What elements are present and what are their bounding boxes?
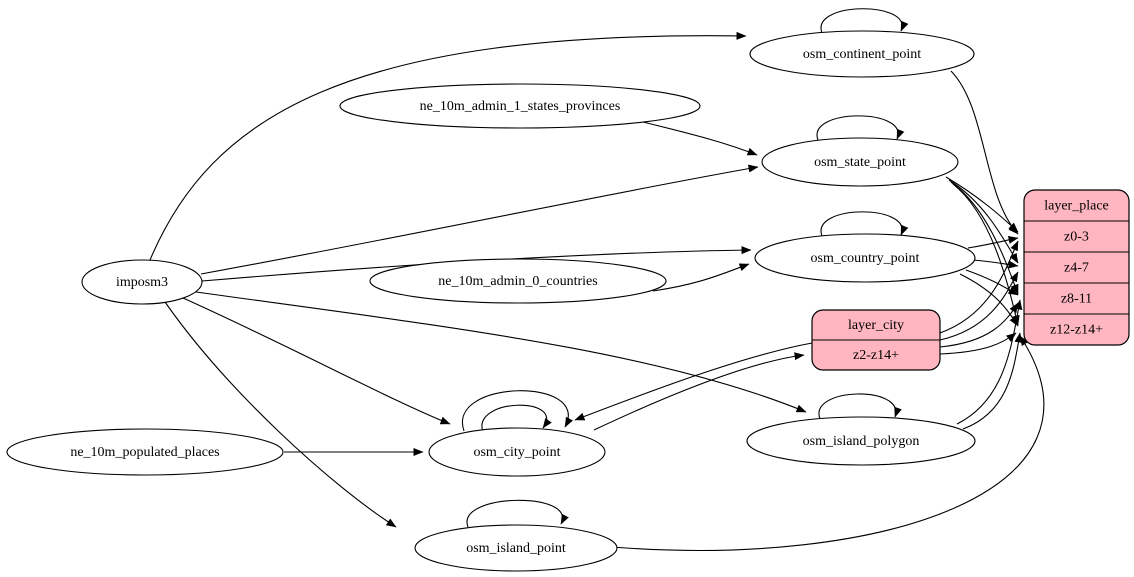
node-label-osm-island-polygon: osm_island_polygon xyxy=(803,434,920,449)
node-label-ne-10m-admin-0-countries: ne_10m_admin_0_countries xyxy=(438,274,597,289)
node-osm-country-point: osm_country_point xyxy=(754,233,976,283)
edge-osm-city-point-to-layer-city xyxy=(593,352,805,431)
node-shape-ne-10m-populated-places xyxy=(6,428,284,476)
edges-layer xyxy=(149,8,1045,551)
nodes-layer: imposm3ne_10m_admin_1_states_provincesos… xyxy=(6,30,1130,572)
node-shape-ne-10m-admin-1-states-provinces xyxy=(339,83,701,129)
node-label-osm-city-point: osm_city_point xyxy=(473,445,560,460)
edge-ne-10m-admin-1-states-provinces-to-osm-state-point xyxy=(642,121,758,156)
self-loop-osm-island-point-to-osm-island-point xyxy=(466,499,569,528)
node-label-osm-continent-point: osm_continent_point xyxy=(803,47,921,62)
node-label-osm-country-point: osm_country_point xyxy=(811,251,920,266)
edge-imposm3-to-osm-city-point xyxy=(182,297,451,425)
self-loop-osm-country-point-to-osm-country-point xyxy=(820,211,909,237)
edge-imposm3-to-osm-state-point xyxy=(200,164,759,275)
node-label-ne-10m-admin-1-states-provinces: ne_10m_admin_1_states_provinces xyxy=(420,99,621,114)
node-osm-state-point: osm_state_point xyxy=(761,137,959,187)
node-shape-imposm3 xyxy=(81,259,203,305)
edge-osm-state-point-to-layer-place xyxy=(950,181,1019,295)
self-loop-osm-island-polygon-to-osm-island-polygon xyxy=(818,393,902,420)
edge-layer-city-to-osm-city-point xyxy=(574,342,813,421)
record-title-layer-city: layer_city xyxy=(848,318,904,333)
edge-osm-island-point-to-layer-place xyxy=(611,335,1045,551)
edge-osm-country-point-to-layer-place xyxy=(967,235,1019,249)
node-layer-city: layer_city z2-z14+ xyxy=(811,309,941,371)
record-row-layer-place-1: z4-7 xyxy=(1064,261,1089,276)
node-ne-10m-admin-0-countries: ne_10m_admin_0_countries xyxy=(369,258,667,304)
node-shape-ne-10m-admin-0-countries xyxy=(369,258,667,304)
edge-layer-city-to-layer-place xyxy=(939,332,1017,355)
record-box-layer-place xyxy=(1023,189,1130,346)
record-row-layer-place-2: z8-11 xyxy=(1061,292,1092,307)
edge-osm-state-point-to-layer-place xyxy=(948,179,1019,264)
record-row-layer-city-0: z2-z14+ xyxy=(853,348,899,363)
node-shape-osm-city-point xyxy=(428,427,606,477)
node-shape-osm-continent-point xyxy=(749,30,975,78)
node-shape-osm-island-polygon xyxy=(746,416,976,466)
self-loop-osm-continent-point-to-osm-continent-point xyxy=(820,8,909,34)
node-ne-10m-admin-1-states-provinces: ne_10m_admin_1_states_provinces xyxy=(339,83,701,129)
edge-osm-island-polygon-to-layer-place xyxy=(956,299,1023,425)
node-osm-city-point: osm_city_point xyxy=(428,427,606,477)
edge-layer-city-to-layer-place xyxy=(939,271,1019,341)
edge-layer-city-to-layer-place xyxy=(939,302,1019,348)
node-label-osm-state-point: osm_state_point xyxy=(814,155,906,170)
node-label-osm-island-point: osm_island_point xyxy=(466,541,566,556)
node-osm-island-polygon: osm_island_polygon xyxy=(746,416,976,466)
node-osm-island-point: osm_island_point xyxy=(414,524,618,572)
edge-layer-city-to-layer-place xyxy=(939,240,1019,334)
edge-osm-state-point-to-layer-place xyxy=(945,176,1019,233)
node-shape-osm-island-point xyxy=(414,524,618,572)
node-shape-osm-country-point xyxy=(754,233,976,283)
edge-osm-island-polygon-to-layer-place xyxy=(962,332,1023,430)
record-title-layer-place: layer_place xyxy=(1044,199,1109,214)
node-layer-place: layer_place z0-3 z4-7 z8-11 z12-z14+ xyxy=(1023,189,1130,346)
edge-ne-10m-admin-0-countries-to-osm-country-point xyxy=(652,263,750,292)
edge-imposm3-to-osm-island-polygon xyxy=(195,291,807,413)
record-row-layer-place-0: z0-3 xyxy=(1064,230,1089,245)
self-loop-osm-state-point-to-osm-state-point xyxy=(816,115,905,141)
edge-imposm3-to-osm-continent-point xyxy=(149,31,747,261)
self-loop-osm-city-point-to-osm-city-point xyxy=(461,390,574,432)
node-ne-10m-populated-places: ne_10m_populated_places xyxy=(6,428,284,476)
node-label-imposm3: imposm3 xyxy=(116,275,168,290)
edge-imposm3-to-osm-island-point xyxy=(164,301,397,528)
edge-osm-country-point-to-layer-place xyxy=(959,273,1019,327)
node-imposm3: imposm3 xyxy=(81,259,203,305)
edge-osm-country-point-to-layer-place xyxy=(972,259,1019,269)
node-shape-osm-state-point xyxy=(761,137,959,187)
edge-osm-continent-point-to-layer-place xyxy=(950,70,1019,235)
self-loop-osm-city-point-to-osm-city-point xyxy=(481,404,552,433)
record-row-layer-place-3: z12-z14+ xyxy=(1050,323,1103,338)
node-osm-continent-point: osm_continent_point xyxy=(749,30,975,78)
node-label-ne-10m-populated-places: ne_10m_populated_places xyxy=(70,445,219,460)
